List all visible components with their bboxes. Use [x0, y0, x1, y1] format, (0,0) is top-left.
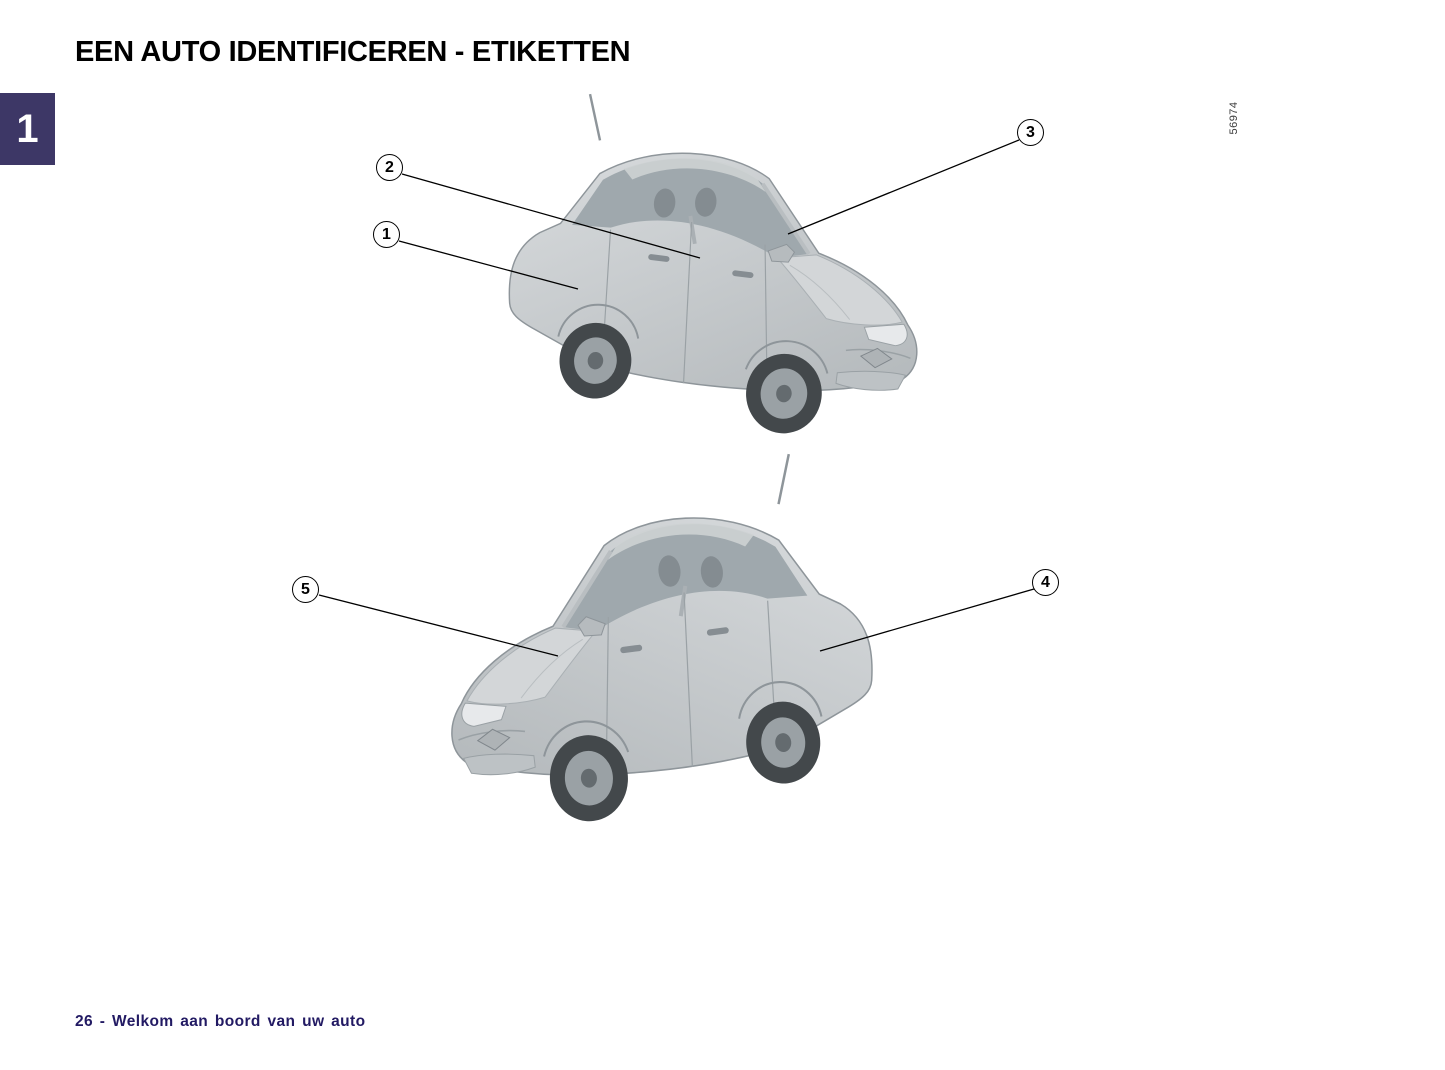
- callout-label-5: 5: [301, 580, 310, 598]
- callout-line-1: [398, 240, 579, 290]
- callout-marker-1: 1: [373, 221, 400, 248]
- callout-marker-4: 4: [1032, 569, 1059, 596]
- page-title: EEN AUTO IDENTIFICEREN - ETIKETTEN: [75, 36, 631, 68]
- callout-label-3: 3: [1026, 123, 1035, 141]
- callout-line-2: [401, 173, 701, 259]
- callout-marker-3: 3: [1017, 119, 1044, 146]
- page-footer: 26 - Welkom aan boord van uw auto: [75, 1013, 366, 1030]
- chapter-tab: 1: [0, 93, 55, 165]
- callout-label-1: 1: [382, 225, 391, 243]
- callout-line-3: [787, 139, 1020, 235]
- car-illustration-top: [493, 85, 946, 451]
- callout-line-4: [819, 588, 1035, 652]
- callout-marker-5: 5: [292, 576, 319, 603]
- callout-marker-2: 2: [376, 154, 403, 181]
- callout-line-5: [318, 594, 559, 657]
- callout-label-2: 2: [385, 158, 394, 176]
- callout-lines: [318, 139, 1035, 657]
- car-illustration-bottom: [424, 447, 886, 838]
- callout-label-4: 4: [1041, 573, 1050, 591]
- chapter-number: 1: [16, 106, 39, 151]
